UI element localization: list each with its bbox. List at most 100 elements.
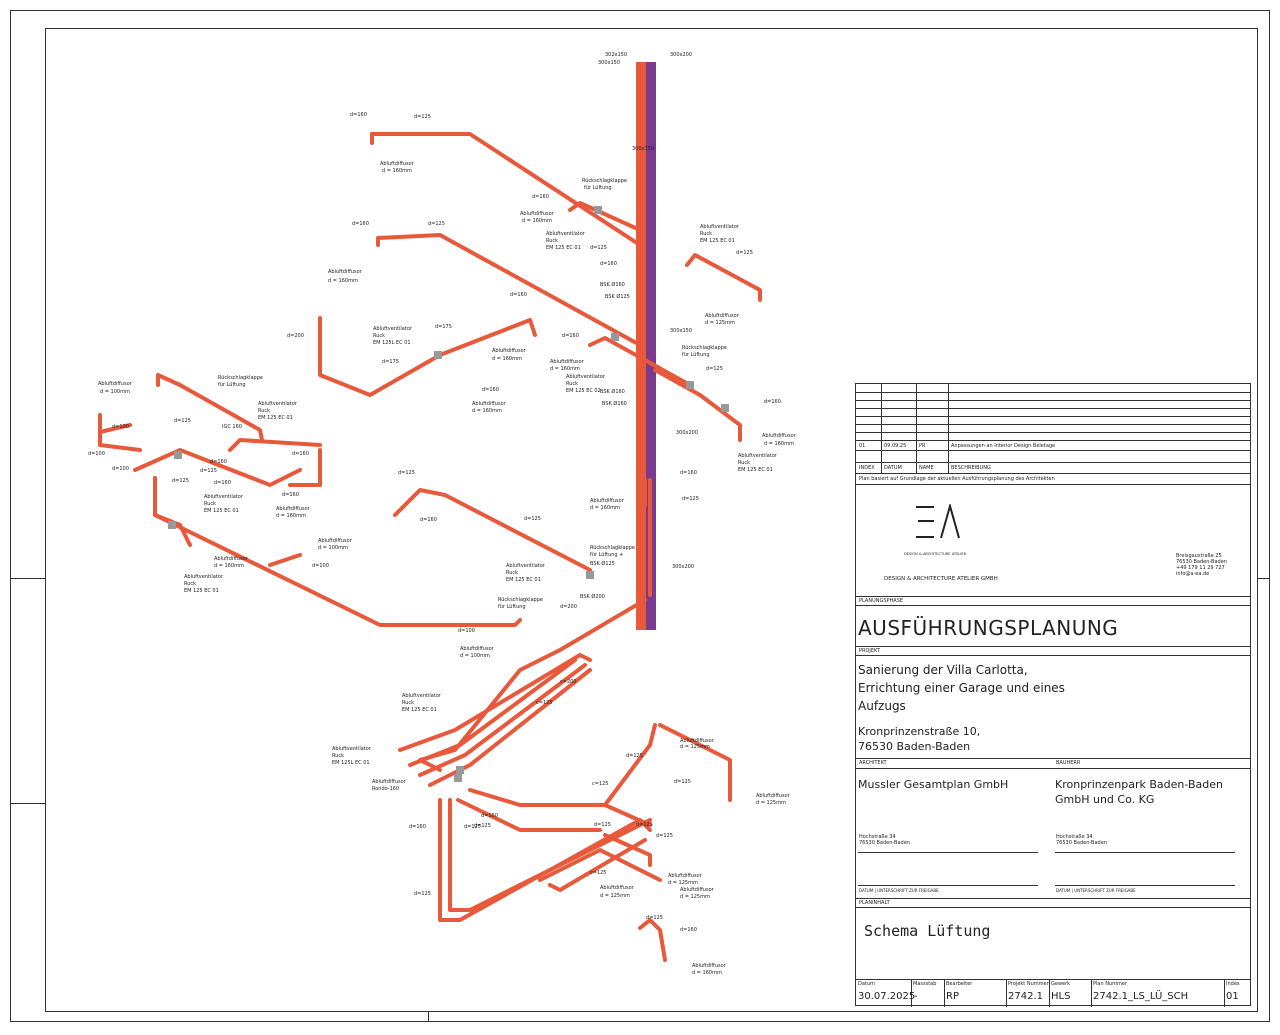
duct-label: d=125 <box>656 833 673 839</box>
architekt-address: Hochstraße 34 76530 Baden-Baden <box>859 834 910 846</box>
duct-segment <box>603 723 657 807</box>
duct-label: Abluftdiffusor <box>600 885 635 891</box>
drawing-inner-frame <box>45 28 1258 1012</box>
duct-label: für Lüftung <box>498 604 526 610</box>
duct-label: c=125 <box>536 700 552 706</box>
duct-label: d=160 <box>680 927 697 933</box>
duct-segment <box>568 201 642 232</box>
duct-label: Ruck <box>738 460 750 466</box>
footer-index: 01 <box>1226 991 1239 1002</box>
duct-segment <box>133 448 302 487</box>
duct-label: d = 160mm <box>492 356 522 362</box>
duct-label: EM 125 EC 01 <box>546 245 581 251</box>
duct-label: Abluftventilator <box>506 563 546 569</box>
duct-label: Rondo-160 <box>372 786 399 792</box>
duct-label: d=125 <box>398 470 415 476</box>
duct-label: d = 100mm <box>318 545 348 551</box>
duct-label: EM 125 EC 01 <box>204 508 239 514</box>
duct-label: für Lüftung <box>218 382 246 388</box>
duct-label: EM 125 EC 01 <box>506 577 541 583</box>
footer-header-plan-nummer: Plan Nummer <box>1093 981 1128 987</box>
duct-label: d=175 <box>382 359 399 365</box>
duct-label: Ruck <box>402 700 414 706</box>
duct-label: d=125 <box>414 891 431 897</box>
duct-label: d = 160mm <box>764 441 794 447</box>
duct-label: d=125 <box>414 114 431 120</box>
duct-fitting <box>686 381 694 389</box>
duct-label: d=160 <box>532 194 549 200</box>
duct-segment <box>658 723 732 802</box>
duct-label: d=160 <box>282 492 299 498</box>
duct-label: Abluftventilator <box>332 746 372 752</box>
revision-index: 01 <box>859 443 866 449</box>
architekt-signature-label: DATUM | UNTERSCHRIFT ZUR FREIGABE <box>859 888 939 893</box>
duct-label: Abluftdiffusor <box>756 793 791 799</box>
bauherr-label: BAUHERR <box>1056 760 1081 766</box>
footer-projekt-nummer: 2742.1 <box>1008 991 1043 1002</box>
duct-label: d=125 <box>524 516 541 522</box>
duct-segment <box>468 788 652 827</box>
frame-tick <box>10 803 45 804</box>
duct-fitting <box>454 774 462 782</box>
duct-label: Abluftdiffusor <box>705 313 740 319</box>
duct-label: d=100 <box>88 451 105 457</box>
revision-date: 09.09.25 <box>884 443 907 449</box>
duct-segment <box>548 838 647 892</box>
duct-label: d = 160mm <box>522 218 552 224</box>
duct-label: d=160 <box>600 261 617 267</box>
duct-label: d = 125mm <box>680 744 710 750</box>
duct-label: für Lüftung + <box>590 552 623 558</box>
duct-label: Abluftventilator <box>738 453 778 459</box>
footer-header-gewerk: Gewerk <box>1051 981 1071 987</box>
drawing-sheet-frame <box>10 10 1270 1022</box>
duct-label: 300x150 <box>598 60 620 66</box>
duct-label: Ruck <box>184 581 196 587</box>
duct-label: Abluftventilator <box>184 574 224 580</box>
duct-label: d=125 <box>428 221 445 227</box>
frame-tick <box>428 1012 429 1022</box>
revision-note: Plan basiert auf Grundlage der aktuellen… <box>859 476 1055 482</box>
duct-label: d=100 <box>112 466 129 472</box>
duct-segment <box>638 918 667 962</box>
duct-label: BSK Ø160 <box>600 281 625 288</box>
duct-label: d=100 <box>458 628 475 634</box>
architekt-label: ARCHITEKT <box>859 760 887 766</box>
duct-label: Abluftdiffusor <box>590 498 625 504</box>
title-block: 01 09.09.25 PR Anpassungen an Interior D… <box>855 383 1251 1007</box>
duct-label: Abluftdiffusor <box>550 359 585 365</box>
duct-label: d=125 <box>682 496 699 502</box>
duct-fitting <box>611 333 619 341</box>
footer-header-projekt-nummer: Projekt Nummer <box>1008 981 1049 987</box>
duct-label: d=175 <box>435 324 452 330</box>
revision-name: PR <box>919 443 926 449</box>
duct-label: Abluftventilator <box>204 494 244 500</box>
duct-label: d=160 <box>680 470 697 476</box>
duct-label: EM 125 EC 01 <box>402 707 437 713</box>
duct-label: EM 125 EC 01 <box>184 588 219 594</box>
duct-label: Abluftventilator <box>373 326 413 332</box>
duct-label: BSK Ø160 <box>600 388 625 395</box>
duct-label: IGC 160 <box>222 424 242 430</box>
duct-label: Abluftventilator <box>546 231 586 237</box>
company-address: Breisgaustraße 25 76530 Baden-Baden +49 … <box>1176 553 1227 577</box>
bauherr-name: Kronprinzenpark Baden-Baden GmbH und Co.… <box>1055 778 1223 806</box>
duct-label: Ruck <box>566 381 578 387</box>
duct-label: d = 160mm <box>276 513 306 519</box>
footer-plan-nummer: 2742.1_LS_LÜ_SCH <box>1093 991 1189 1002</box>
duct-label: d=125 <box>200 468 217 474</box>
duct-segment <box>376 233 642 347</box>
duct-label: Abluftventilator <box>258 401 298 407</box>
duct-label: Abluftdiffusor <box>692 963 727 969</box>
duct-label: d = 125mm <box>756 800 786 806</box>
duct-label: d=125 <box>594 822 611 828</box>
duct-labels: 302x150300x150300x200300x150300x150300x2… <box>88 52 797 976</box>
duct-segment <box>393 488 592 572</box>
duct-label: d = 160mm <box>550 366 580 372</box>
revision-header-index: INDEX <box>859 465 875 471</box>
bauherr-address: Hochstraße 34 76530 Baden-Baden <box>1056 834 1107 846</box>
duct-label: d=200 <box>287 333 304 339</box>
footer-header-bearbeiter: Bearbeiter <box>946 981 973 987</box>
duct-segment <box>653 368 742 442</box>
duct-label: Ruck <box>258 408 270 414</box>
